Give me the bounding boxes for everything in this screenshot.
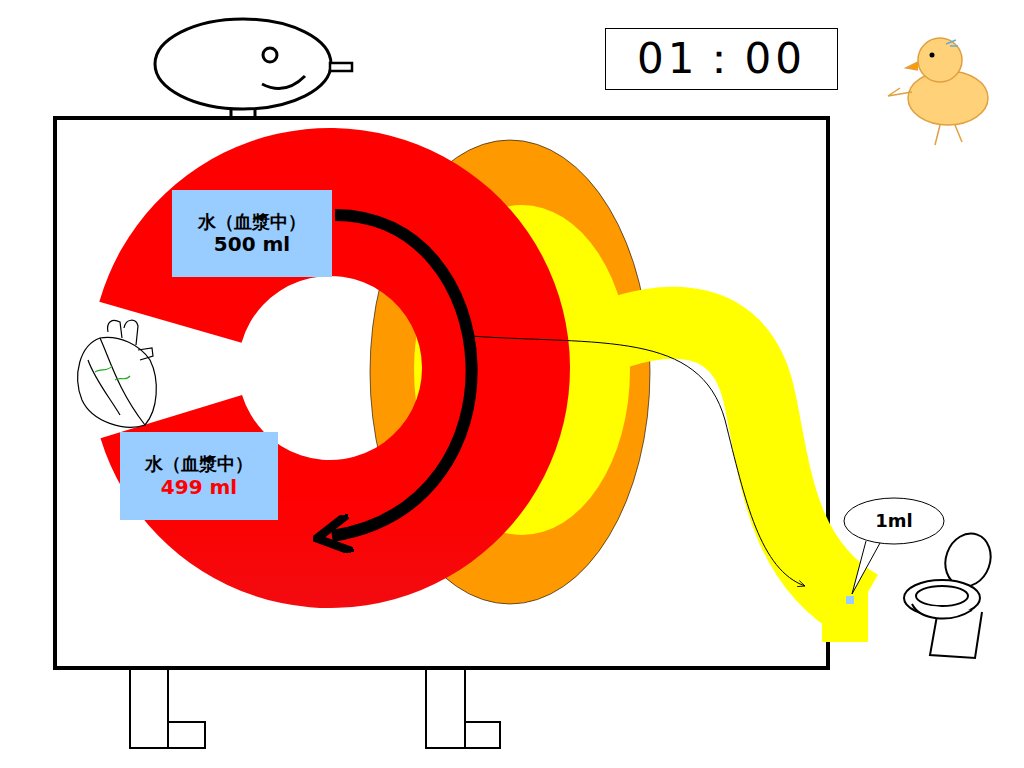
water-box: 水（血漿中）500 ml: [172, 190, 332, 277]
bubble-text: 1ml: [875, 510, 912, 532]
urine-drop: [846, 596, 854, 604]
volume-value: 499 ml: [161, 475, 237, 499]
ring-band: [99, 128, 570, 608]
robot-legs: [130, 668, 500, 748]
toilet-drawing: [904, 527, 998, 658]
volume-value: 500 ml: [214, 232, 290, 256]
water-box: 水（血漿中）499 ml: [120, 432, 278, 520]
substance-label: 水（血漿中）: [145, 453, 253, 475]
heart-drawing: [78, 320, 157, 427]
robot-body: [55, 118, 828, 668]
timer-box: 01：00: [605, 28, 838, 90]
speech-bubble: 1ml: [843, 497, 945, 545]
ureter-tube: [560, 323, 860, 606]
substance-label: 水（血漿中）: [198, 211, 306, 233]
robot-head: [155, 19, 352, 120]
chick-drawing: [888, 38, 988, 145]
ureter-end: [822, 570, 868, 642]
filtrate-line: [470, 336, 805, 586]
timer-text: 01：00: [637, 34, 806, 84]
bubble-tail: [852, 541, 880, 594]
circulation-ring: [99, 128, 570, 608]
flow-arrow: [332, 215, 472, 536]
